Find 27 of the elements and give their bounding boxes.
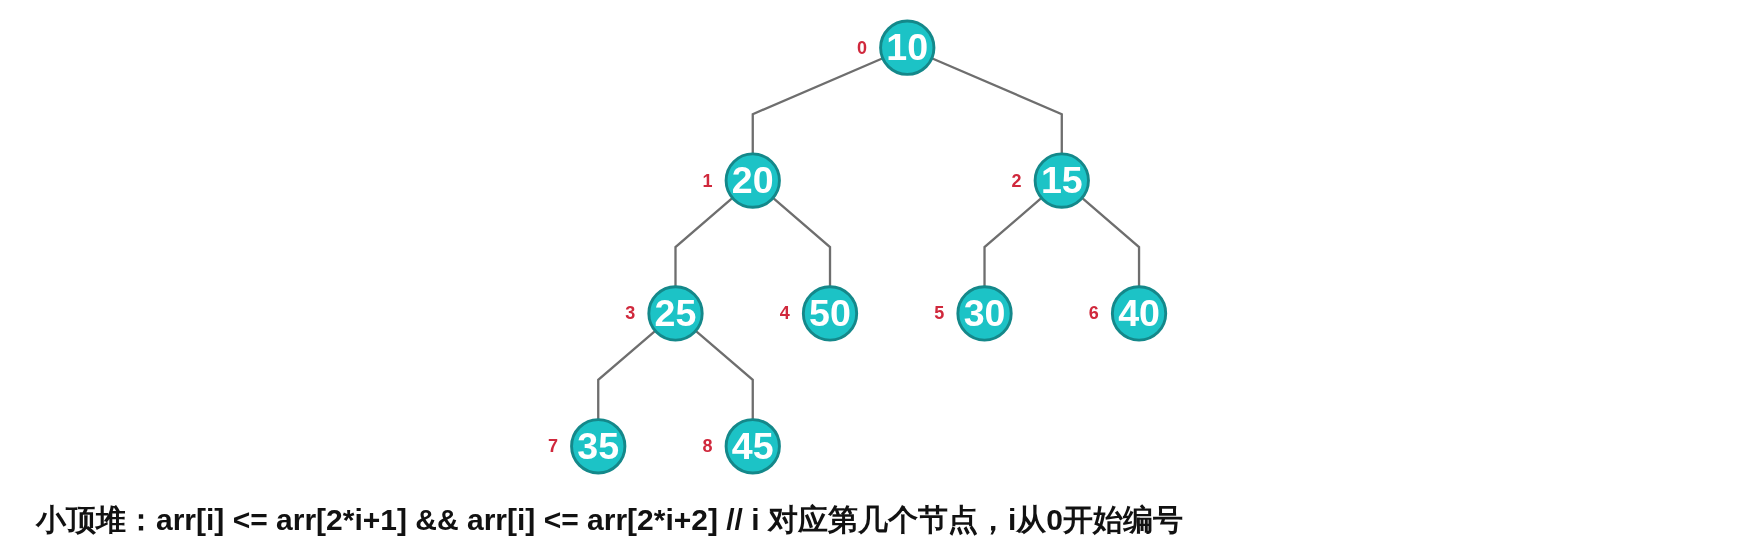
index-number: 0 (856, 37, 867, 58)
heap-node-circle: 35 (570, 418, 627, 475)
index-number: 5 (934, 303, 945, 324)
index-number: 1 (702, 170, 713, 191)
connector-line (597, 329, 657, 420)
index-number: 6 (1088, 303, 1099, 324)
connector-line (751, 57, 884, 154)
index-number: 7 (547, 436, 558, 457)
heap-node-circle: 40 (1111, 285, 1168, 342)
heap-node-circle: 10 (879, 19, 936, 76)
connector-line (931, 57, 1064, 154)
connector-line (695, 329, 755, 420)
connector-line (1081, 197, 1141, 287)
heap-node-circle: 50 (802, 285, 859, 342)
index-number: 4 (779, 303, 790, 324)
heap-node-circle: 15 (1034, 152, 1091, 209)
index-number: 2 (1011, 170, 1022, 191)
heap-node-circle: 30 (956, 285, 1013, 342)
caption: 小顶堆：arr[i] <= arr[2*i+1] && arr[i] <= arr[2*i+2] // i 对应第几个节点，i从0开始编号 (36, 502, 1183, 538)
connector-line (983, 197, 1043, 287)
connector-line (772, 197, 832, 287)
heap-node-circle: 20 (725, 152, 782, 209)
index-number: 8 (702, 436, 713, 457)
connector-line (674, 197, 734, 287)
index-number: 3 (625, 303, 636, 324)
heap-node-circle: 45 (725, 418, 782, 475)
heap-node-circle: 25 (647, 285, 704, 342)
